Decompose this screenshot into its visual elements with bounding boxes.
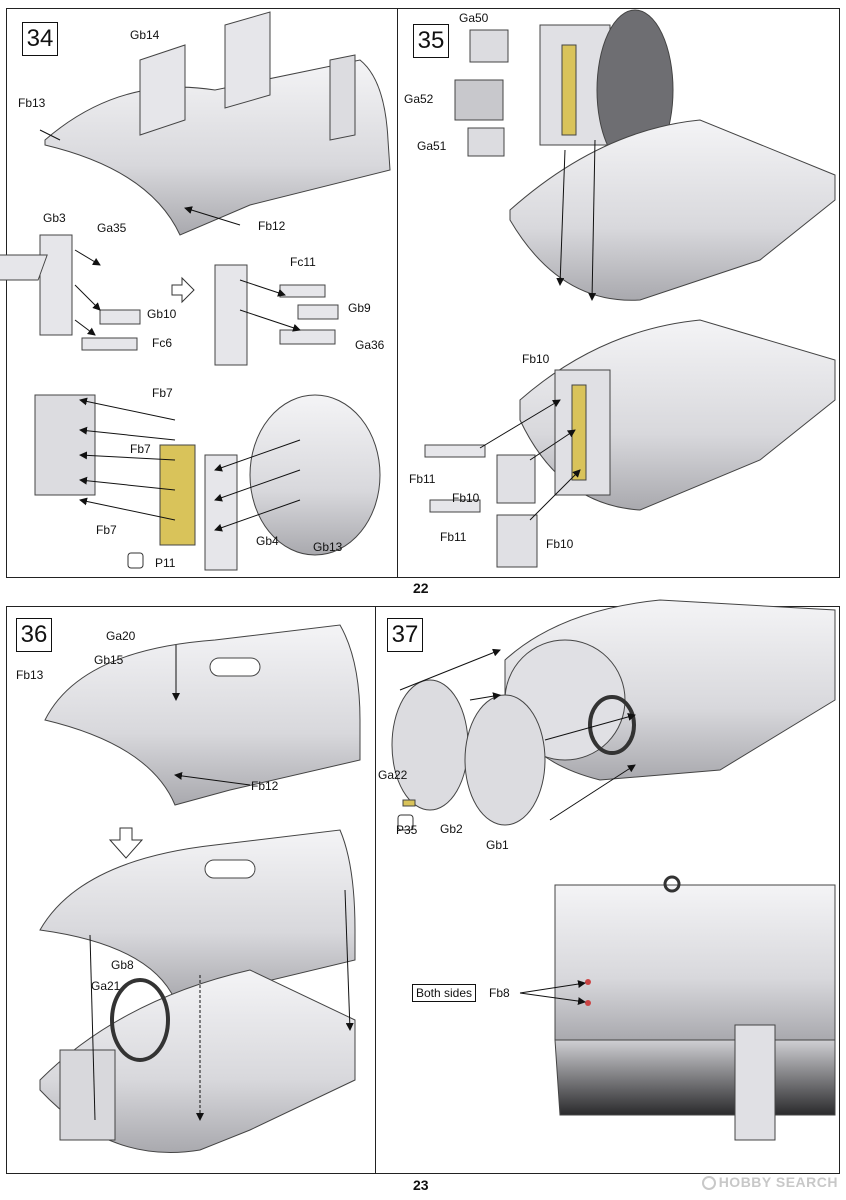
part-label: Gb3	[43, 211, 66, 225]
part-label: Fb12	[258, 219, 286, 233]
part-label: Ga51	[417, 139, 447, 153]
part-label: Fb7	[152, 386, 173, 400]
part-label: Fb7	[130, 442, 151, 456]
part-label: Gb14	[130, 28, 160, 42]
part-label: Fc6	[152, 336, 173, 350]
part-label: Ga50	[459, 11, 489, 25]
both-sides-callout: Both sides	[412, 984, 477, 1002]
part-label: Fc11	[290, 255, 316, 269]
part-label: Fb10	[452, 491, 480, 505]
page-number: 22	[413, 580, 429, 596]
part-label: Gb8	[111, 958, 134, 972]
part-label: Gb15	[94, 653, 124, 667]
part-label: Ga35	[97, 221, 127, 235]
part-label: Ga52	[404, 92, 434, 106]
watermark-text: HOBBY SEARCH	[718, 1174, 838, 1190]
part-label: Fb8	[489, 986, 510, 1000]
watermark-logo-icon	[701, 1176, 716, 1190]
step-37-detail-tank	[554, 875, 836, 1141]
step-34-subassembly	[0, 234, 339, 366]
part-label: Gb13	[313, 540, 343, 554]
step-36-roof	[39, 624, 361, 1153]
part-label: Ga20	[106, 629, 136, 643]
step-35-upper	[454, 9, 836, 301]
watermark: HOBBY SEARCH	[701, 1174, 838, 1190]
part-label: Fb10	[522, 352, 550, 366]
part-label: Gb10	[147, 307, 177, 321]
step-37-assembly	[391, 599, 836, 826]
page-number: 23	[413, 1177, 429, 1193]
step-number-37: 37	[387, 618, 423, 652]
part-label: Fb13	[16, 668, 44, 682]
step-34-end-assembly	[34, 394, 381, 571]
part-label: Fb12	[251, 779, 279, 793]
part-label: P11	[155, 556, 176, 570]
step-number-35: 35	[413, 24, 449, 58]
part-label: Ga22	[378, 768, 408, 782]
part-label: Fb11	[440, 530, 467, 544]
step-number-34: 34	[22, 22, 58, 56]
part-label: Ga36	[355, 338, 385, 352]
part-label: Fb13	[18, 96, 46, 110]
part-label: Fb7	[96, 523, 117, 537]
step-34-roof	[44, 11, 391, 236]
step-number-36: 36	[16, 618, 52, 652]
part-label: Ga21	[91, 979, 121, 993]
part-label: Fb10	[546, 537, 574, 551]
part-label: Fb11	[409, 472, 436, 486]
part-label: P35	[396, 823, 418, 837]
part-label: Gb1	[486, 838, 509, 852]
step-35-lower	[424, 319, 836, 568]
part-label: Gb4	[256, 534, 279, 548]
part-label: Gb9	[348, 301, 371, 315]
part-label: Gb2	[440, 822, 463, 836]
